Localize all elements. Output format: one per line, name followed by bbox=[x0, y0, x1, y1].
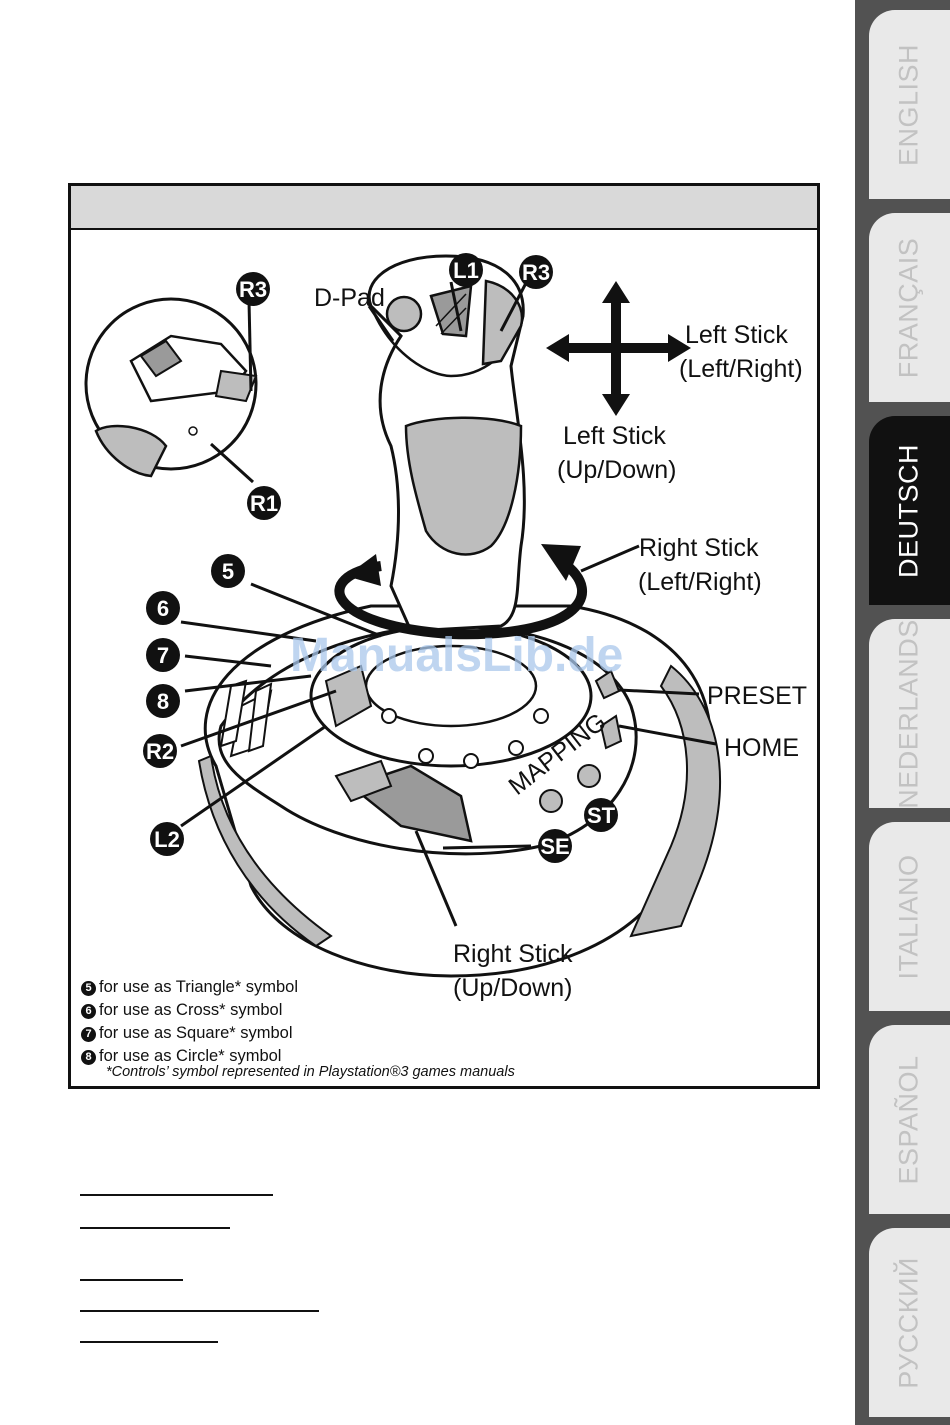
svg-text:5: 5 bbox=[222, 559, 234, 584]
language-tabs: ENGLISH FRANÇAIS DEUTSCH NEDERLANDS ITAL… bbox=[855, 0, 950, 1425]
svg-text:L2: L2 bbox=[154, 827, 180, 852]
svg-text:SE: SE bbox=[540, 834, 569, 859]
tab-russian[interactable]: РУССКИЙ bbox=[869, 1228, 950, 1417]
left-stick-arrows bbox=[546, 281, 691, 416]
label-dpad: D-Pad bbox=[314, 284, 385, 312]
rule-line bbox=[80, 1310, 319, 1312]
svg-text:R3: R3 bbox=[239, 277, 267, 302]
badge-se: SE bbox=[538, 829, 572, 863]
joystick-base bbox=[197, 604, 722, 978]
svg-text:ST: ST bbox=[587, 803, 616, 828]
rotation-arrow bbox=[334, 544, 587, 640]
joystick-figure: L1 R3 R3 R1 5 6 7 8 R2 L2 ST SE D-Pad Le… bbox=[68, 183, 820, 1089]
label-right-stick-lr-2: (Left/Right) bbox=[638, 568, 762, 596]
svg-text:R2: R2 bbox=[146, 739, 174, 764]
tab-label: РУССКИЙ bbox=[893, 1256, 924, 1389]
rule-line bbox=[80, 1341, 218, 1343]
tab-english[interactable]: ENGLISH bbox=[869, 10, 950, 199]
badge-5: 5 bbox=[211, 554, 245, 588]
tab-label: ESPAÑOL bbox=[893, 1054, 924, 1185]
inset-detail bbox=[84, 297, 258, 478]
tab-label: ENGLISH bbox=[893, 43, 924, 166]
note-number: 6 bbox=[81, 1004, 96, 1019]
rule-line bbox=[80, 1194, 273, 1196]
note-text: for use as Square* symbol bbox=[99, 1024, 293, 1042]
svg-text:R1: R1 bbox=[250, 491, 278, 516]
tab-label: ITALIANO bbox=[893, 853, 924, 980]
note-text: for use as Circle* symbol bbox=[99, 1047, 282, 1065]
badge-r3-inset: R3 bbox=[236, 272, 270, 306]
badge-l2: L2 bbox=[150, 822, 184, 856]
badge-r1: R1 bbox=[247, 486, 281, 520]
svg-text:8: 8 bbox=[157, 689, 169, 714]
note-text: for use as Triangle* symbol bbox=[99, 978, 299, 996]
label-home: HOME bbox=[724, 734, 799, 762]
svg-text:6: 6 bbox=[157, 596, 169, 621]
figure-header-bar bbox=[71, 186, 817, 230]
svg-text:L1: L1 bbox=[453, 258, 479, 283]
badge-7: 7 bbox=[146, 638, 180, 672]
tab-nederlands[interactable]: NEDERLANDS bbox=[869, 619, 950, 808]
footnote: *Controls’ symbol represented in Playsta… bbox=[106, 1064, 515, 1080]
badge-l1: L1 bbox=[449, 253, 483, 287]
rule-line bbox=[80, 1279, 183, 1281]
label-right-stick-ud-2: (Up/Down) bbox=[453, 974, 572, 1002]
label-left-stick-ud-2: (Up/Down) bbox=[557, 456, 676, 484]
label-left-stick-ud-1: Left Stick bbox=[563, 422, 666, 450]
tab-label: NEDERLANDS bbox=[893, 619, 924, 808]
badge-r3-top: R3 bbox=[519, 255, 553, 289]
svg-text:7: 7 bbox=[157, 643, 169, 668]
tab-label: DEUTSCH bbox=[893, 443, 924, 578]
note-number: 8 bbox=[81, 1050, 96, 1065]
joystick-stick bbox=[367, 254, 526, 633]
badge-8: 8 bbox=[146, 684, 180, 718]
badge-r2: R2 bbox=[143, 734, 177, 768]
badge-st: ST bbox=[584, 798, 618, 832]
tab-italiano[interactable]: ITALIANO bbox=[869, 822, 950, 1011]
label-preset: PRESET bbox=[707, 682, 807, 710]
tab-label: FRANÇAIS bbox=[893, 237, 924, 378]
rule-line bbox=[80, 1227, 230, 1229]
label-left-stick-lr-2: (Left/Right) bbox=[679, 355, 803, 383]
label-right-stick-lr-1: Right Stick bbox=[639, 534, 759, 562]
watermark: ManualsLib.de bbox=[290, 629, 624, 682]
svg-text:R3: R3 bbox=[522, 260, 550, 285]
leader-lines bbox=[180, 281, 717, 927]
badges: L1 R3 R3 R1 5 6 7 8 R2 L2 ST SE bbox=[143, 253, 618, 863]
label-right-stick-ud-1: Right Stick bbox=[453, 940, 573, 968]
note-number: 7 bbox=[81, 1027, 96, 1042]
note-number: 5 bbox=[81, 981, 96, 996]
tab-deutsch[interactable]: DEUTSCH bbox=[869, 416, 950, 605]
tab-francais[interactable]: FRANÇAIS bbox=[869, 213, 950, 402]
badge-6: 6 bbox=[146, 591, 180, 625]
tab-espanol[interactable]: ESPAÑOL bbox=[869, 1025, 950, 1214]
joystick-diagram: L1 R3 R3 R1 5 6 7 8 R2 L2 ST SE D-Pad Le… bbox=[84, 253, 807, 1002]
label-left-stick-lr-1: Left Stick bbox=[685, 321, 788, 349]
note-text: for use as Cross* symbol bbox=[99, 1001, 283, 1019]
